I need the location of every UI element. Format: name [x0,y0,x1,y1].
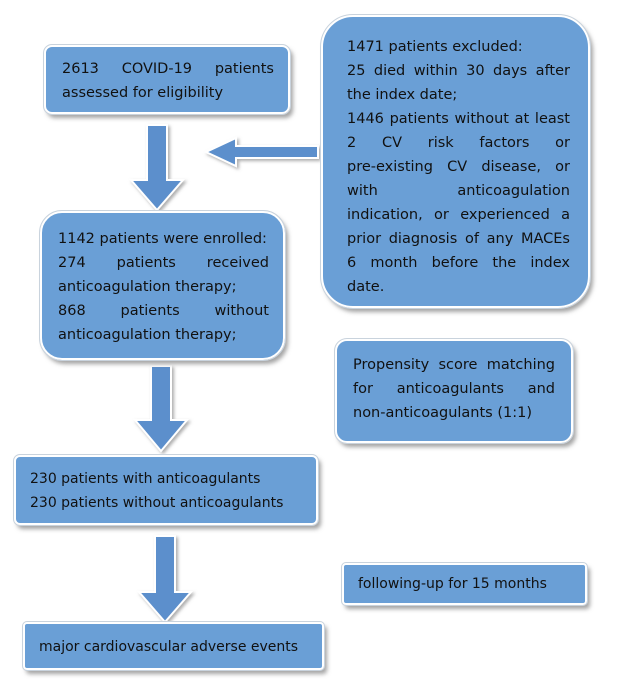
excluded-line-6: pre-existing CV disease, or [347,159,570,175]
outcome-line-1: major cardiovascular adverse events [39,639,299,655]
assessed-box: 2613 COVID-19 patients assessed for elig… [43,44,291,115]
excluded-line-2: 25 died within 30 days after [347,63,570,79]
propensity-box: Propensity score matching for anticoagul… [334,338,574,444]
followup-box: following-up for 15 months [341,562,588,606]
excluded-line-11: date. [347,279,385,295]
excluded-line-10: 6 month before the index [347,255,570,271]
arrow-down-1 [128,124,186,212]
excluded-line-3: the index date; [347,87,458,103]
arrow-down-2 [132,365,190,453]
excluded-line-7: with anticoagulation [347,183,570,199]
enrolled-box: 1142 patients were enrolled: 274 patient… [39,210,286,361]
propensity-line-2: for anticoagulants and [353,381,555,397]
matched-box: 230 patients with anticoagulants 230 pat… [13,454,319,526]
enrolled-line-2: 274 patients received [58,255,269,271]
enrolled-line-5: anticoagulation therapy; [58,327,237,343]
excluded-line-4: 1446 patients without at least [347,111,570,127]
enrolled-line-3: anticoagulation therapy; [58,279,237,295]
assessed-line-2: assessed for eligibility [62,85,224,101]
excluded-line-8: indication, or experienced a [347,207,570,223]
arrow-down-3 [136,535,194,624]
enrolled-line-1: 1142 patients were enrolled: [58,231,267,247]
propensity-line-3: non-anticoagulants (1:1) [353,405,532,421]
followup-line-1: following-up for 15 months [358,576,547,592]
excluded-line-5: 2 CV risk factors or [347,135,570,151]
matched-line-1: 230 patients with anticoagulants [30,471,261,487]
excluded-line-9: prior diagnosis of any MACEs [347,231,570,247]
enrolled-line-4: 868 patients without [58,303,269,319]
arrow-left-exclusion [203,136,319,168]
assessed-line-1: 2613 COVID-19 patients [62,61,274,77]
matched-line-2: 230 patients without anticoagulants [30,495,284,511]
propensity-line-1: Propensity score matching [353,357,555,373]
outcome-box: major cardiovascular adverse events [22,621,325,671]
excluded-box: 1471 patients excluded: 25 died within 3… [320,14,591,309]
excluded-line-1: 1471 patients excluded: [347,39,523,55]
